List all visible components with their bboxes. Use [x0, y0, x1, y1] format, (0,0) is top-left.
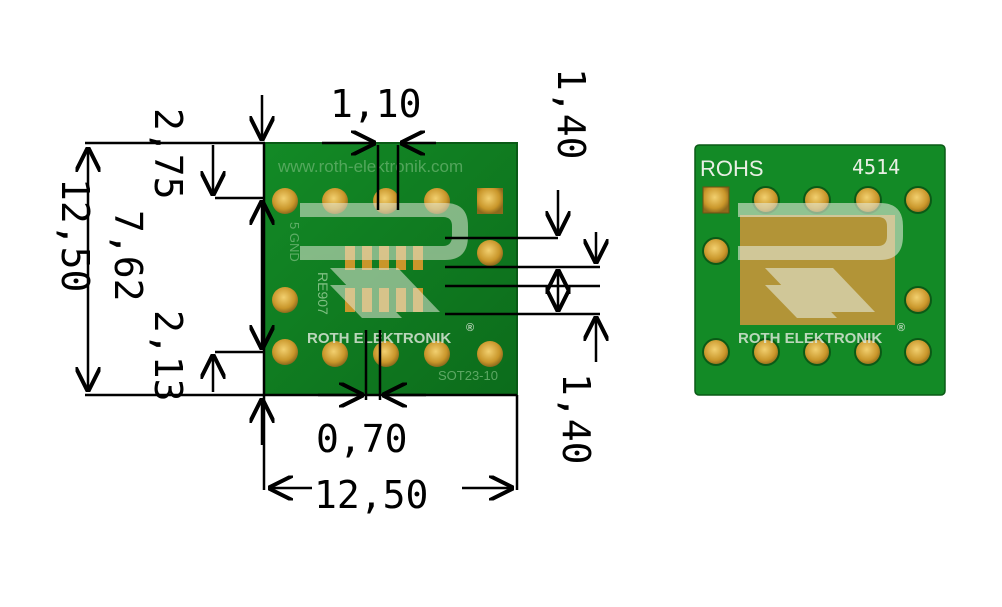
left-board-footprint: SOT23-10: [438, 368, 498, 383]
dimension-lines: [85, 95, 600, 490]
svg-text:®: ®: [897, 322, 905, 334]
pad: [702, 338, 730, 366]
right-board-code: 4514: [852, 155, 900, 179]
dim-row-spacing: 7,62: [106, 210, 150, 302]
pad: [904, 338, 932, 366]
left-board-side: 5 GND: [287, 222, 302, 262]
pad: [477, 240, 503, 266]
right-board-rohs: ROHS: [700, 156, 764, 181]
pad: [854, 338, 882, 366]
left-board-part: RE907: [315, 272, 331, 315]
pad: [477, 341, 503, 367]
pad: [272, 339, 298, 365]
left-top-pads: [272, 188, 503, 266]
pad: [272, 287, 298, 313]
dim-board-height: 12,50: [53, 178, 97, 292]
dimension-labels: 1,10 1,40 2,75 7,62 12,50 2,13 0,70 12,5…: [53, 68, 598, 517]
pad: [322, 341, 348, 367]
left-board: www.roth-elektronik.com: [263, 142, 518, 396]
pad: [752, 338, 780, 366]
pad: [904, 286, 932, 314]
pad: [803, 338, 831, 366]
pad-square: [477, 188, 503, 214]
right-bottom-pads: [702, 286, 932, 366]
right-board-brand: ROTH ELEKTRONIK ®: [738, 322, 905, 347]
left-board-url: www.roth-elektronik.com: [277, 157, 463, 176]
svg-text:®: ®: [466, 322, 474, 334]
pad: [424, 341, 450, 367]
pad: [702, 237, 730, 265]
right-board: ROHS 4514 ROTH ELEKTRONIK: [694, 144, 946, 396]
dim-top-offset: 2,75: [146, 108, 190, 200]
dim-pad-height-bottom: 1,40: [554, 373, 598, 465]
roth-logo: [300, 203, 468, 318]
pad: [272, 188, 298, 214]
pad: [904, 186, 932, 214]
dim-board-width: 12,50: [314, 473, 428, 517]
dim-pitch-top: 1,10: [330, 82, 422, 126]
pad-square: [702, 186, 730, 214]
dim-pitch-bottom: 0,70: [316, 417, 408, 461]
svg-text:ROTH ELEKTRONIK: ROTH ELEKTRONIK: [738, 330, 882, 347]
dim-pad-height-top: 1,40: [549, 68, 593, 160]
dim-bottom-offset: 2,13: [146, 310, 190, 402]
roth-logo-right: [738, 203, 903, 318]
